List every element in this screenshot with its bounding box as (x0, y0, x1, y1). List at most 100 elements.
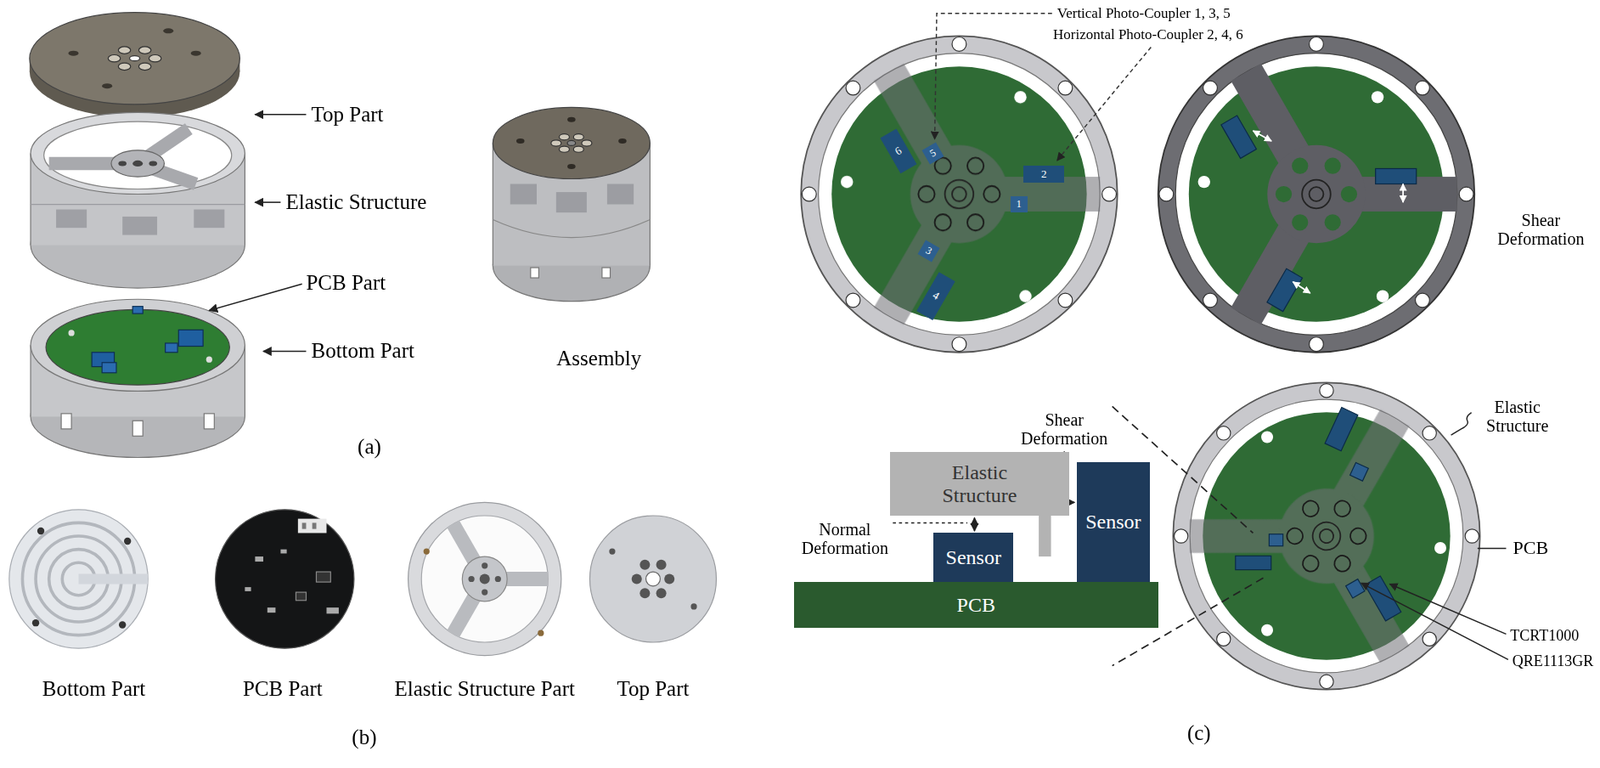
sensor-number: 6 (879, 129, 917, 174)
assembly-3d (567, 163, 576, 170)
photo-caption: Bottom Part (42, 676, 147, 701)
elastic-structure-3d (118, 160, 127, 166)
top-part-3d (118, 62, 130, 70)
leader-arrows (254, 201, 281, 203)
assembly-3d (492, 142, 494, 265)
photo-caption: PCB Part (242, 676, 323, 701)
elastic-structure-3d (148, 160, 158, 166)
part-leaders (1451, 412, 1472, 435)
bottom-part-photo (9, 509, 148, 648)
elastic-structure-photo (481, 562, 488, 569)
assembly-3d (573, 134, 584, 141)
pcb-part-photo (295, 591, 306, 601)
leader-arrows (208, 114, 306, 352)
top-part-photo (589, 515, 716, 643)
elastic-structure-photo (481, 589, 488, 596)
assembly-3d (516, 138, 525, 144)
part-name: PCB (1512, 537, 1549, 558)
sensor-placement-disc (1261, 624, 1274, 637)
assembly-3d (602, 267, 611, 278)
top-part-3d (118, 46, 130, 54)
shear-deformation-disc (1371, 90, 1384, 103)
pcb-part-photo (326, 607, 339, 614)
pcb-part-photo (244, 586, 251, 592)
sensor-layout-disc (818, 53, 1101, 336)
elastic-structure-photo (461, 556, 508, 602)
shear-deformation-disc (1375, 168, 1417, 184)
elastic-structure-photo (408, 501, 562, 655)
top-part-photo (639, 559, 650, 570)
sensor-layout-disc (918, 157, 1000, 231)
assembly-3d (558, 134, 570, 141)
assembly-3d (567, 117, 576, 123)
top-part-3d (107, 55, 120, 62)
photo-coupler-leaders (935, 13, 1053, 140)
deformation-note: Shear Deformation (1490, 210, 1591, 248)
part-leaders (1361, 582, 1509, 660)
node-text: 2 (1041, 168, 1048, 181)
panel-label: (a) (357, 435, 382, 460)
part-name: Bottom Part (310, 339, 415, 364)
shear-deformation-disc (1230, 63, 1457, 326)
sensor-block: Sensor (933, 532, 1014, 582)
shear-deformation-disc (1159, 36, 1474, 351)
top-part-photo (646, 571, 661, 586)
elastic-structure-photo (421, 515, 548, 643)
deformation-marks (974, 517, 975, 531)
top-part-photo (656, 587, 667, 598)
panel-label: (c) (1187, 721, 1212, 745)
sensor-placement-disc (1268, 534, 1283, 547)
elastic-structure-photo (423, 547, 430, 554)
bottom-part-photo (32, 619, 40, 626)
elastic-structure-photo (468, 575, 475, 582)
pcb-part-photo (280, 549, 287, 554)
leader-arrows (263, 350, 306, 353)
assembly-3d (551, 140, 562, 147)
component-name: TCRT1000 (1509, 627, 1579, 645)
sensor-layout-disc (840, 175, 853, 188)
pcb-part-photo (315, 571, 331, 582)
shear-deformation-disc (1158, 35, 1475, 352)
sensor-block: Sensor (1076, 461, 1151, 582)
pcb-part-photo (267, 607, 277, 613)
bottom-part-3d (244, 344, 246, 417)
sensor-placement-disc (1276, 484, 1378, 588)
shear-deformation-disc (1267, 268, 1303, 311)
top-part-photo (639, 587, 650, 598)
node-text: Sensor (1085, 510, 1141, 533)
sensor-layout-disc (918, 157, 1000, 231)
node-text: 4 (929, 289, 941, 304)
elastic-structure-photo (479, 573, 491, 584)
shear-deformation-disc (1221, 115, 1257, 158)
callout-note: Horizontal Photo-Coupler 2, 4, 6 (1053, 27, 1244, 44)
assembly-3d (649, 142, 651, 265)
assembly-3d (492, 107, 650, 179)
sensor-layout-disc (1019, 289, 1031, 302)
bottom-part-3d (68, 329, 75, 336)
leader-arrows (254, 113, 306, 116)
elastic-structure-photo (408, 501, 562, 655)
sensor-layout-disc (873, 63, 1100, 326)
pcb-part-photo (254, 556, 264, 562)
bottom-part-photo (37, 527, 45, 535)
elastic-structure-3d (193, 209, 225, 229)
cross-section-parts (1038, 515, 1051, 557)
shear-deformation-disc (1402, 184, 1404, 203)
shear-deformation-disc (1275, 157, 1358, 231)
part-name: Assembly (556, 346, 642, 371)
elastic-structure-3d (30, 112, 245, 194)
top-part-3d (148, 55, 161, 62)
sensor-placement-disc (1235, 555, 1272, 570)
sensor-placement-disc (1364, 575, 1402, 621)
sensor-placement-disc (1324, 407, 1358, 451)
bottom-part-photo (123, 537, 131, 545)
shear-deformation-disc (1230, 63, 1457, 326)
callout-note: Vertical Photo-Coupler 1, 3, 5 (1057, 5, 1231, 22)
bottom-part-3d (132, 306, 143, 314)
assembly-3d (556, 191, 587, 213)
part-name: PCB Part (305, 270, 386, 295)
elastic-structure-3d (56, 209, 87, 229)
sensor-layout-disc (801, 36, 1116, 351)
elastic-structure-3d (132, 160, 143, 167)
